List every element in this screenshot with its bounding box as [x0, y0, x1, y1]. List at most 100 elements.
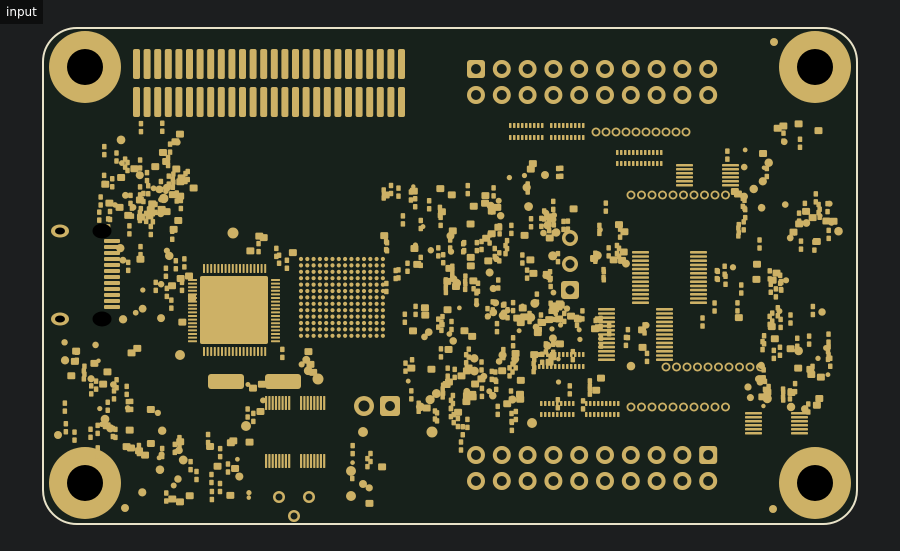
resistor-pad: [188, 458, 193, 465]
capacitor-pad: [126, 444, 135, 452]
capacitor-pad: [158, 148, 167, 156]
resistor-pad: [284, 265, 290, 271]
resistor-pad: [452, 366, 457, 373]
capacitor-pad: [812, 238, 821, 246]
via: [541, 171, 549, 179]
via: [235, 456, 240, 462]
resistor-pad: [513, 416, 519, 423]
resistor-pad: [95, 458, 100, 464]
resistor-pad: [778, 286, 784, 293]
resistor-pad: [497, 231, 502, 237]
resistor-pad: [538, 312, 544, 318]
drill-hole: [680, 192, 687, 198]
resistor-pad: [528, 223, 534, 230]
fine-pitch-pin: [578, 135, 581, 140]
resistor-pad: [443, 277, 448, 283]
capacitor-pad: [466, 262, 475, 270]
ic-pin: [656, 329, 673, 332]
fine-pitch-pin: [601, 412, 604, 417]
resistor-pad: [153, 287, 158, 294]
fine-pitch-pin: [597, 412, 600, 417]
capacitor-pad: [442, 381, 451, 389]
resistor-pad: [403, 360, 408, 366]
fine-pitch-pin: [538, 352, 541, 357]
edge-connector-pad: [228, 87, 236, 117]
fine-pitch-pin: [554, 123, 557, 128]
edge-connector-pad: [398, 49, 405, 79]
fine-pitch-pin: [544, 401, 547, 406]
capacitor-pad: [516, 376, 525, 384]
qfp-pin: [221, 347, 223, 356]
ic-pin: [745, 416, 762, 419]
resistor-pad: [543, 349, 549, 355]
resistor-pad: [402, 311, 408, 317]
bga-ball: [349, 320, 354, 326]
bga-ball: [380, 276, 385, 281]
resistor-pad: [138, 128, 144, 135]
qfp-pin: [188, 289, 197, 292]
qfp-pin: [249, 264, 252, 273]
resistor-pad: [413, 311, 418, 318]
resistor-pad: [158, 186, 164, 193]
resistor-pad: [405, 260, 410, 266]
resistor-pad: [101, 172, 107, 179]
resistor-pad: [771, 355, 777, 362]
qfp-pin: [264, 264, 267, 273]
resistor-pad: [164, 285, 170, 292]
fine-pitch-pin: [589, 412, 592, 417]
capacitor-pad: [168, 495, 177, 503]
via: [245, 382, 251, 388]
qfp-pin: [246, 264, 249, 273]
drill-hole: [548, 450, 559, 460]
capacitor-pad: [545, 234, 554, 242]
resistor-pad: [806, 333, 812, 339]
ic-pin: [598, 320, 615, 324]
capacitor-pad: [772, 269, 781, 277]
bga-ball: [374, 263, 379, 268]
resistor-pad: [274, 245, 279, 252]
via: [427, 247, 435, 254]
drill-hole: [565, 259, 575, 269]
resistor-pad: [580, 308, 585, 314]
bga-ball: [330, 301, 335, 306]
resistor-pad: [466, 354, 472, 360]
resistor-pad: [178, 205, 184, 212]
ic-pin: [690, 301, 707, 304]
resistor-pad: [88, 383, 94, 389]
bga-ball: [317, 314, 322, 319]
resistor-pad: [173, 266, 179, 272]
capacitor-pad: [730, 188, 739, 196]
fine-pitch-pin: [537, 123, 540, 128]
edge-connector-pad: [270, 49, 278, 79]
qfp-pin: [188, 304, 197, 307]
bga-ball: [368, 276, 373, 281]
via: [164, 251, 174, 261]
resistor-pad: [559, 165, 564, 172]
resistor-pad: [383, 246, 389, 253]
edge-connector-pad: [175, 49, 183, 79]
fine-pitch-pin: [578, 352, 581, 357]
via: [158, 451, 165, 458]
resistor-pad: [209, 496, 215, 503]
capacitor-pad: [759, 150, 768, 158]
ic-pin: [722, 176, 739, 179]
edge-connector-pad: [260, 49, 268, 79]
soic-pin: [300, 396, 303, 410]
edge-connector-pad: [196, 49, 204, 79]
resistor-pad: [539, 359, 545, 366]
bga-ball: [324, 263, 329, 268]
resistor-pad: [493, 369, 498, 375]
resistor-pad: [129, 205, 135, 211]
bga-ball: [330, 263, 335, 268]
bga-ball: [368, 288, 373, 294]
via: [543, 341, 552, 350]
via: [530, 298, 540, 308]
fine-pitch-pin: [617, 412, 620, 417]
bga-ball: [349, 282, 354, 287]
qfp-pin: [231, 347, 234, 356]
bga-ball: [349, 276, 354, 281]
resistor-pad: [580, 316, 585, 322]
bga-ball: [324, 314, 329, 319]
bga-ball: [317, 327, 322, 332]
fine-pitch-pin: [570, 135, 573, 140]
